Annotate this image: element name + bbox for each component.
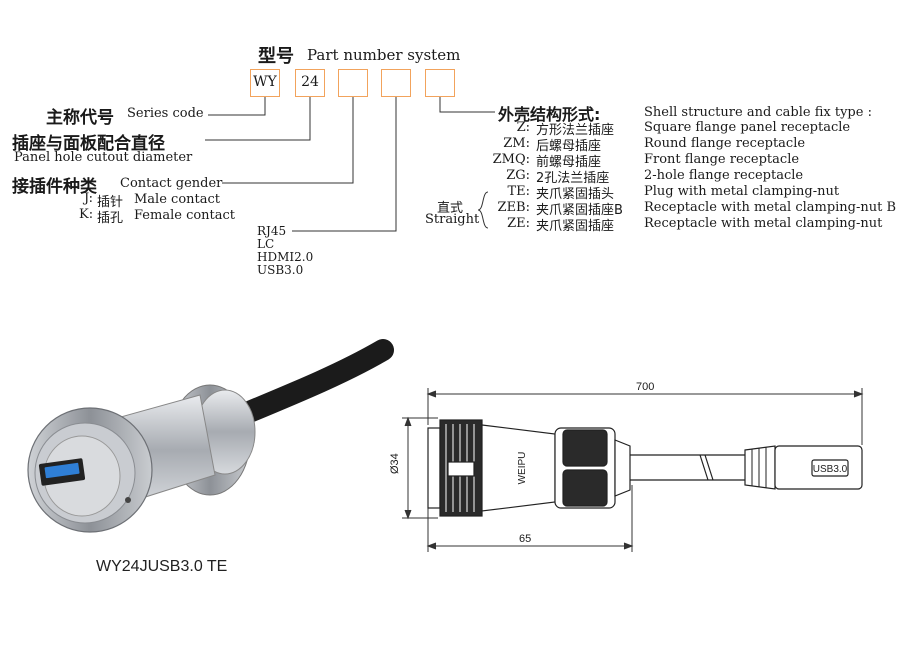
- shell-type-en: Front flange receptacle: [644, 152, 800, 167]
- panel-hole-cn: 插座与面板配合直径: [12, 134, 165, 154]
- shell-type-code: TE:: [507, 184, 530, 199]
- title-en: Part number system: [307, 46, 461, 64]
- shell-type-cn: 夹爪紧固插头: [536, 187, 615, 202]
- series-code-en: Series code: [127, 106, 204, 121]
- usb-plug-label: USB3.0: [813, 464, 848, 475]
- dim-diameter: Ø34: [389, 453, 401, 474]
- code-box-diameter: 24: [295, 69, 325, 97]
- shell-type-code: ZE:: [507, 216, 530, 231]
- shell-en: Shell structure and cable fix type :: [644, 105, 872, 120]
- code-box-series: WY: [250, 69, 280, 97]
- shell-type-cn: 后螺母插座: [536, 139, 602, 154]
- code-box-shell: [425, 69, 455, 97]
- code-box-gender: [338, 69, 368, 97]
- dim-length: 700: [636, 381, 655, 393]
- shell-type-en: Receptacle with metal clamping-nut B: [644, 200, 897, 215]
- interface-usb: USB3.0: [257, 263, 304, 277]
- shell-type-en: 2-hole flange receptacle: [644, 168, 804, 183]
- shell-type-code: ZMQ:: [492, 152, 530, 167]
- interface-rj45: RJ45: [257, 224, 287, 238]
- shell-type-code: ZG:: [506, 168, 530, 183]
- series-code-cn: 主称代号: [46, 108, 114, 128]
- male-cn: 插针: [97, 195, 124, 210]
- panel-hole-en: Panel hole cutout diameter: [14, 150, 193, 165]
- male-en: Male contact: [134, 192, 221, 207]
- product-caption: WY24JUSB3.0 TE: [96, 558, 228, 575]
- interface-lc: LC: [257, 237, 275, 251]
- straight-cn: 直式: [437, 201, 464, 216]
- code-box-interface: [381, 69, 411, 97]
- shell-type-cn: 前螺母插座: [536, 155, 602, 170]
- shell-type-code: ZM:: [503, 136, 530, 151]
- female-en: Female contact: [134, 208, 236, 223]
- shell-type-code: Z:: [516, 120, 530, 135]
- female-cn: 插孔: [97, 211, 124, 226]
- shell-type-cn: 夹爪紧固插座B: [536, 203, 623, 218]
- front-coupling-ring: [27, 407, 153, 533]
- dim-head: 65: [519, 533, 532, 545]
- interface-hdmi: HDMI2.0: [257, 250, 314, 264]
- shell-type-en: Square flange panel receptacle: [644, 120, 851, 135]
- straight-en: Straight: [425, 212, 480, 227]
- shell-type-en: Plug with metal clamping-nut: [644, 184, 840, 199]
- title-cn: 型号: [258, 46, 294, 67]
- brand-mark: WEIPU: [517, 452, 528, 485]
- shell-type-cn: 夹爪紧固插座: [536, 219, 615, 234]
- shell-type-en: Round flange receptacle: [644, 136, 806, 151]
- shell-type-en: Receptacle with metal clamping-nut: [644, 216, 883, 231]
- usb-port: [38, 458, 86, 486]
- shell-type-code: ZEB:: [497, 200, 530, 215]
- shell-cn: 外壳结构形式:: [498, 105, 601, 124]
- female-code: K:: [79, 207, 94, 222]
- connector-side-view: [427, 419, 863, 517]
- shell-type-cn: 方形法兰插座: [536, 123, 615, 138]
- shell-type-cn: 2孔法兰插座: [536, 171, 610, 186]
- contact-gender-cn: 接插件种类: [12, 177, 97, 197]
- male-code: J:: [84, 191, 94, 206]
- contact-gender-en: Contact gender: [120, 176, 223, 191]
